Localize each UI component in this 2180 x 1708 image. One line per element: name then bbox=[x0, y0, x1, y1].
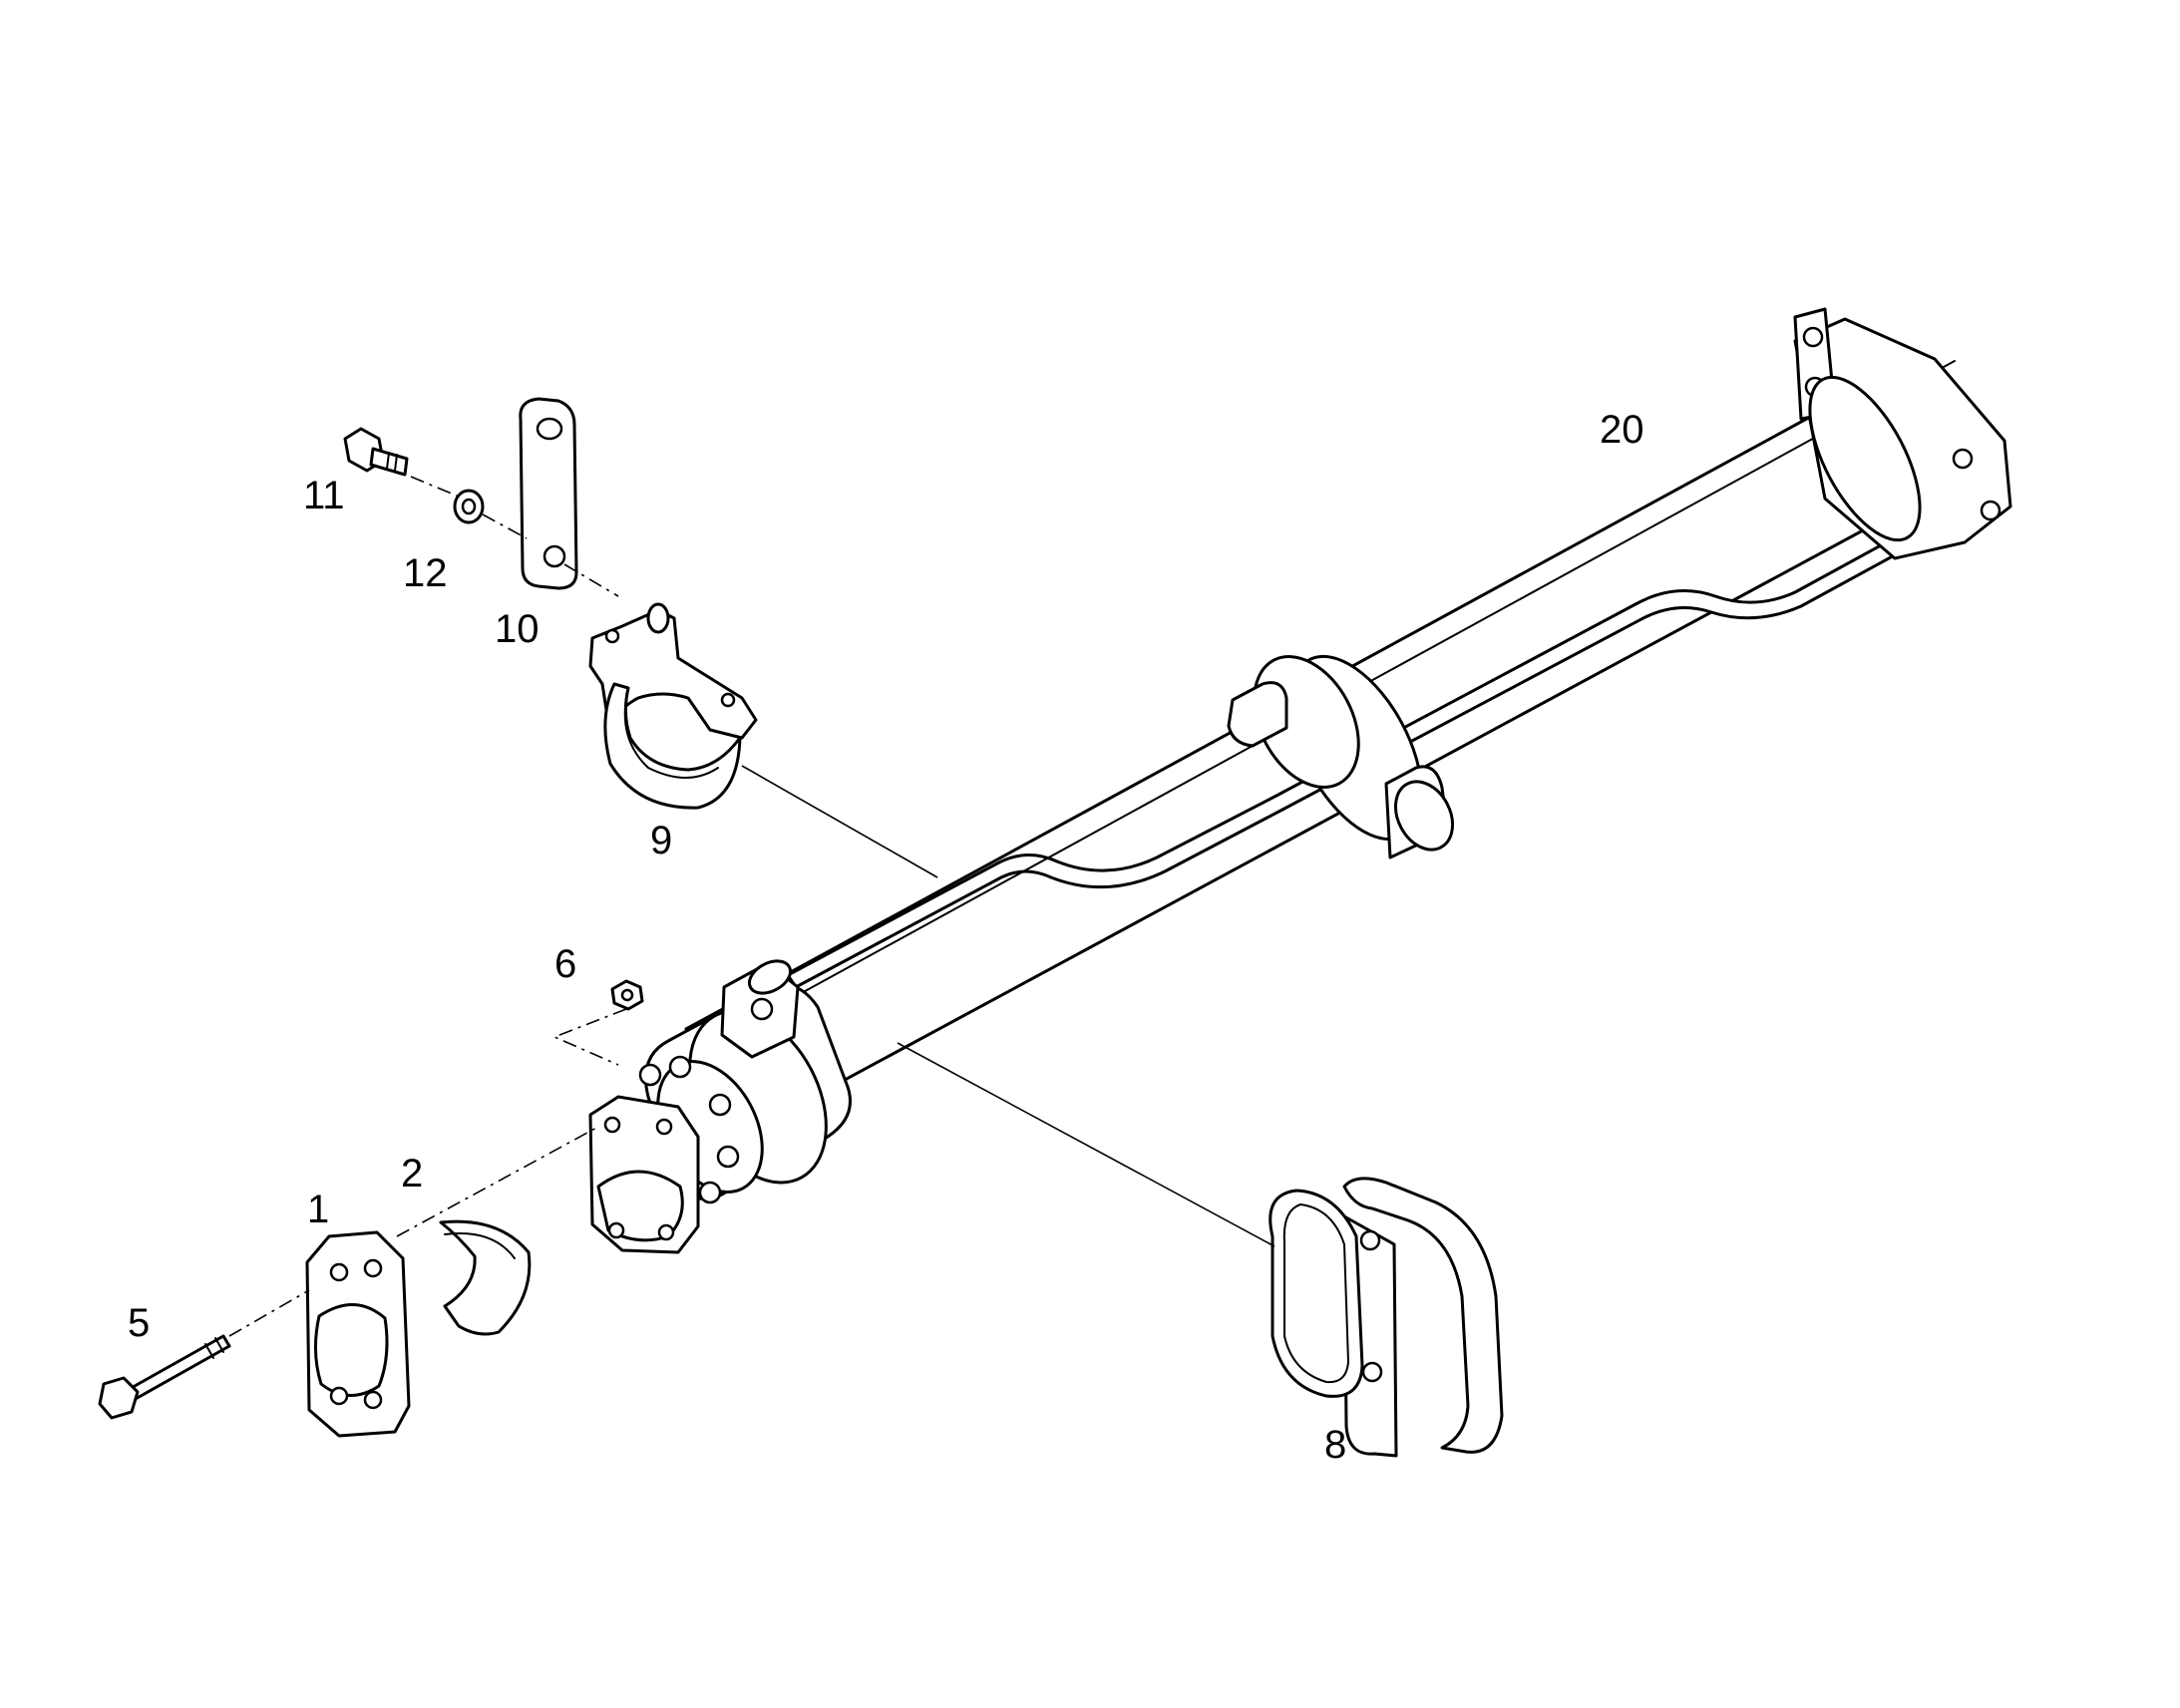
callout-1: 1 bbox=[307, 1188, 329, 1231]
axis-line-1-head bbox=[396, 1126, 599, 1237]
link-plate-part-10 bbox=[519, 397, 578, 590]
callout-20: 20 bbox=[1600, 408, 1644, 452]
callouts: 1 2 5 6 8 9 10 11 12 20 bbox=[128, 408, 1644, 1467]
callout-12: 12 bbox=[403, 551, 448, 595]
leader-8 bbox=[897, 1042, 1275, 1247]
leader-lines bbox=[228, 476, 1275, 1337]
front-clamp-bracket bbox=[588, 1095, 700, 1254]
u-bolt-clamp-part-8 bbox=[1269, 1177, 1504, 1458]
axis-line-11-12 bbox=[410, 476, 460, 498]
axis-line-12-10 bbox=[482, 513, 528, 539]
callout-6: 6 bbox=[554, 942, 576, 986]
callout-9: 9 bbox=[650, 819, 672, 862]
axis-line-5-1 bbox=[228, 1289, 310, 1337]
half-bushing-part-2 bbox=[439, 1219, 532, 1336]
bolt-part-11 bbox=[343, 427, 409, 477]
callout-5: 5 bbox=[128, 1301, 150, 1345]
callout-2: 2 bbox=[401, 1152, 423, 1196]
washer-part-12 bbox=[453, 489, 485, 524]
bracket-clamp-part-9 bbox=[588, 602, 758, 810]
hydraulic-cylinder-assembly bbox=[638, 307, 2012, 1204]
leader-9 bbox=[741, 765, 938, 878]
callout-8: 8 bbox=[1324, 1423, 1346, 1467]
clamp-half-part-1 bbox=[305, 1230, 411, 1438]
axis-line-6 bbox=[551, 1008, 627, 1066]
callout-11: 11 bbox=[303, 474, 345, 517]
bolt-part-5 bbox=[98, 1334, 231, 1420]
axis-line-10-9 bbox=[563, 563, 619, 597]
nut-part-6 bbox=[610, 979, 644, 1011]
callout-10: 10 bbox=[495, 607, 540, 651]
